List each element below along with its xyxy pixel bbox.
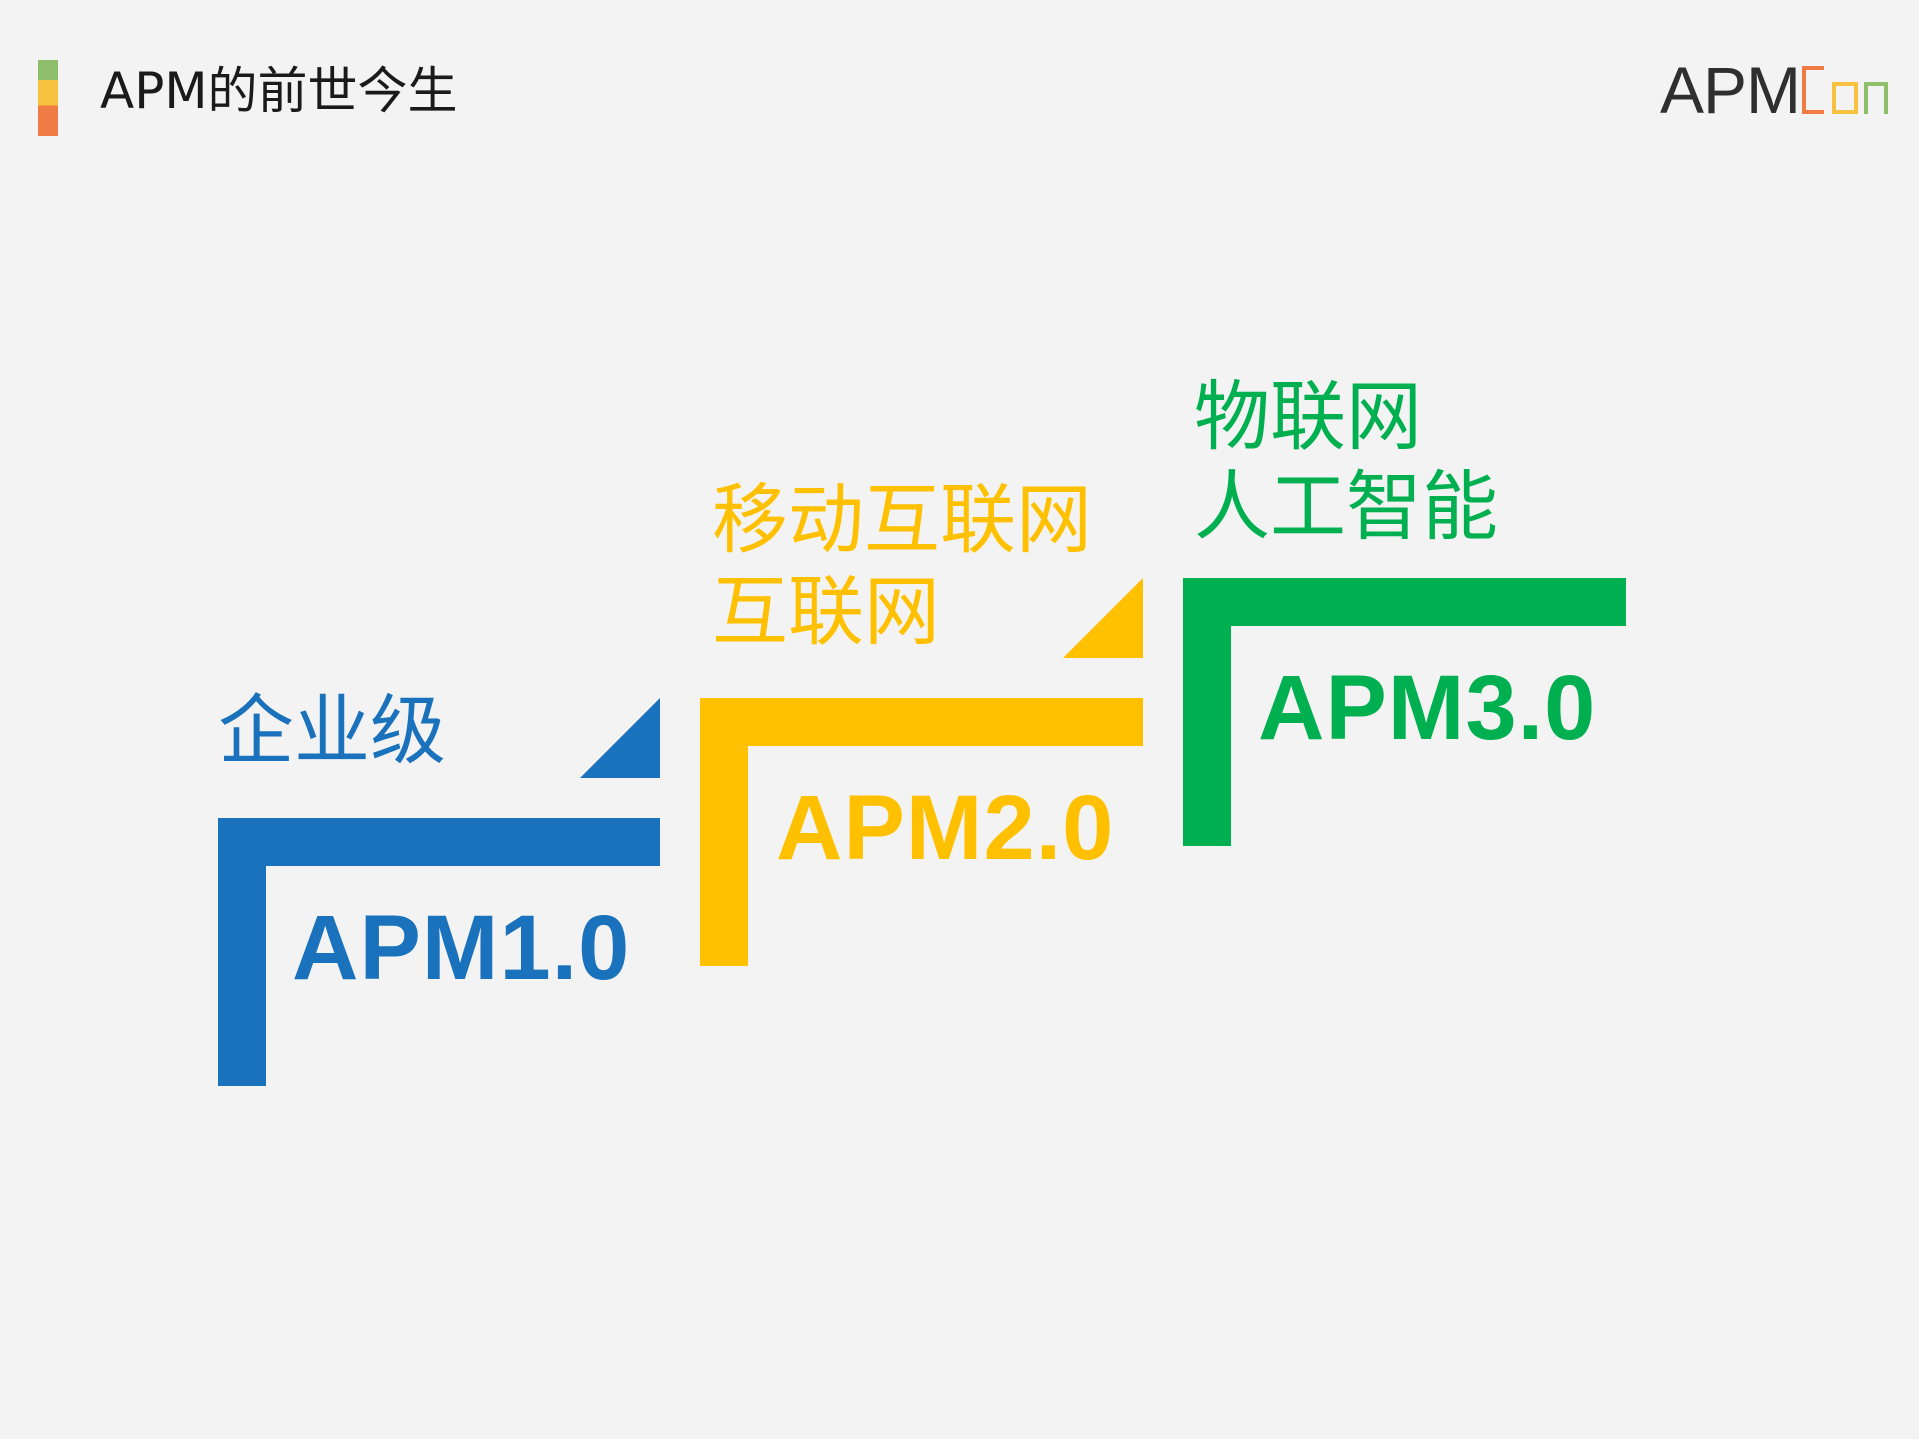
step-1-label-line-1: 企业级	[218, 686, 446, 775]
title-accent-bar	[38, 60, 58, 136]
step-1-label: 企业级	[218, 686, 446, 776]
step-2-label-line-1: 移动互联网	[712, 475, 1092, 564]
step-3-vertical-bar	[1183, 578, 1231, 846]
page-title: APM的前世今生	[100, 62, 458, 120]
step-3-version: APM3.0	[1258, 657, 1597, 759]
apmcon-logo: APM	[1660, 54, 1892, 126]
step-2-horizontal-bar	[700, 698, 1143, 746]
logo-o-glyph	[1832, 82, 1859, 114]
step-2-corner-triangle	[1063, 578, 1143, 658]
step-1-vertical-bar	[218, 818, 266, 1086]
step-2-version: APM2.0	[776, 777, 1115, 879]
step-2-vertical-bar	[700, 698, 748, 966]
logo-n-glyph	[1864, 82, 1889, 114]
step-3-label-line-2: 人工智能	[1194, 462, 1498, 551]
step-1-corner-triangle	[580, 698, 660, 778]
logo-apm-text: APM	[1660, 53, 1801, 127]
step-3-label-line-1: 物联网	[1194, 372, 1422, 461]
step-3-label: 物联网 人工智能	[1194, 372, 1498, 552]
step-2-label-line-2: 互联网	[712, 567, 940, 656]
step-3-horizontal-bar	[1183, 578, 1626, 626]
logo-con-glyphs	[1802, 66, 1889, 114]
step-2-label: 移动互联网 互联网	[712, 474, 1092, 658]
logo-c-glyph	[1802, 66, 1825, 114]
step-1-horizontal-bar	[218, 818, 660, 866]
step-1-version: APM1.0	[292, 897, 631, 999]
